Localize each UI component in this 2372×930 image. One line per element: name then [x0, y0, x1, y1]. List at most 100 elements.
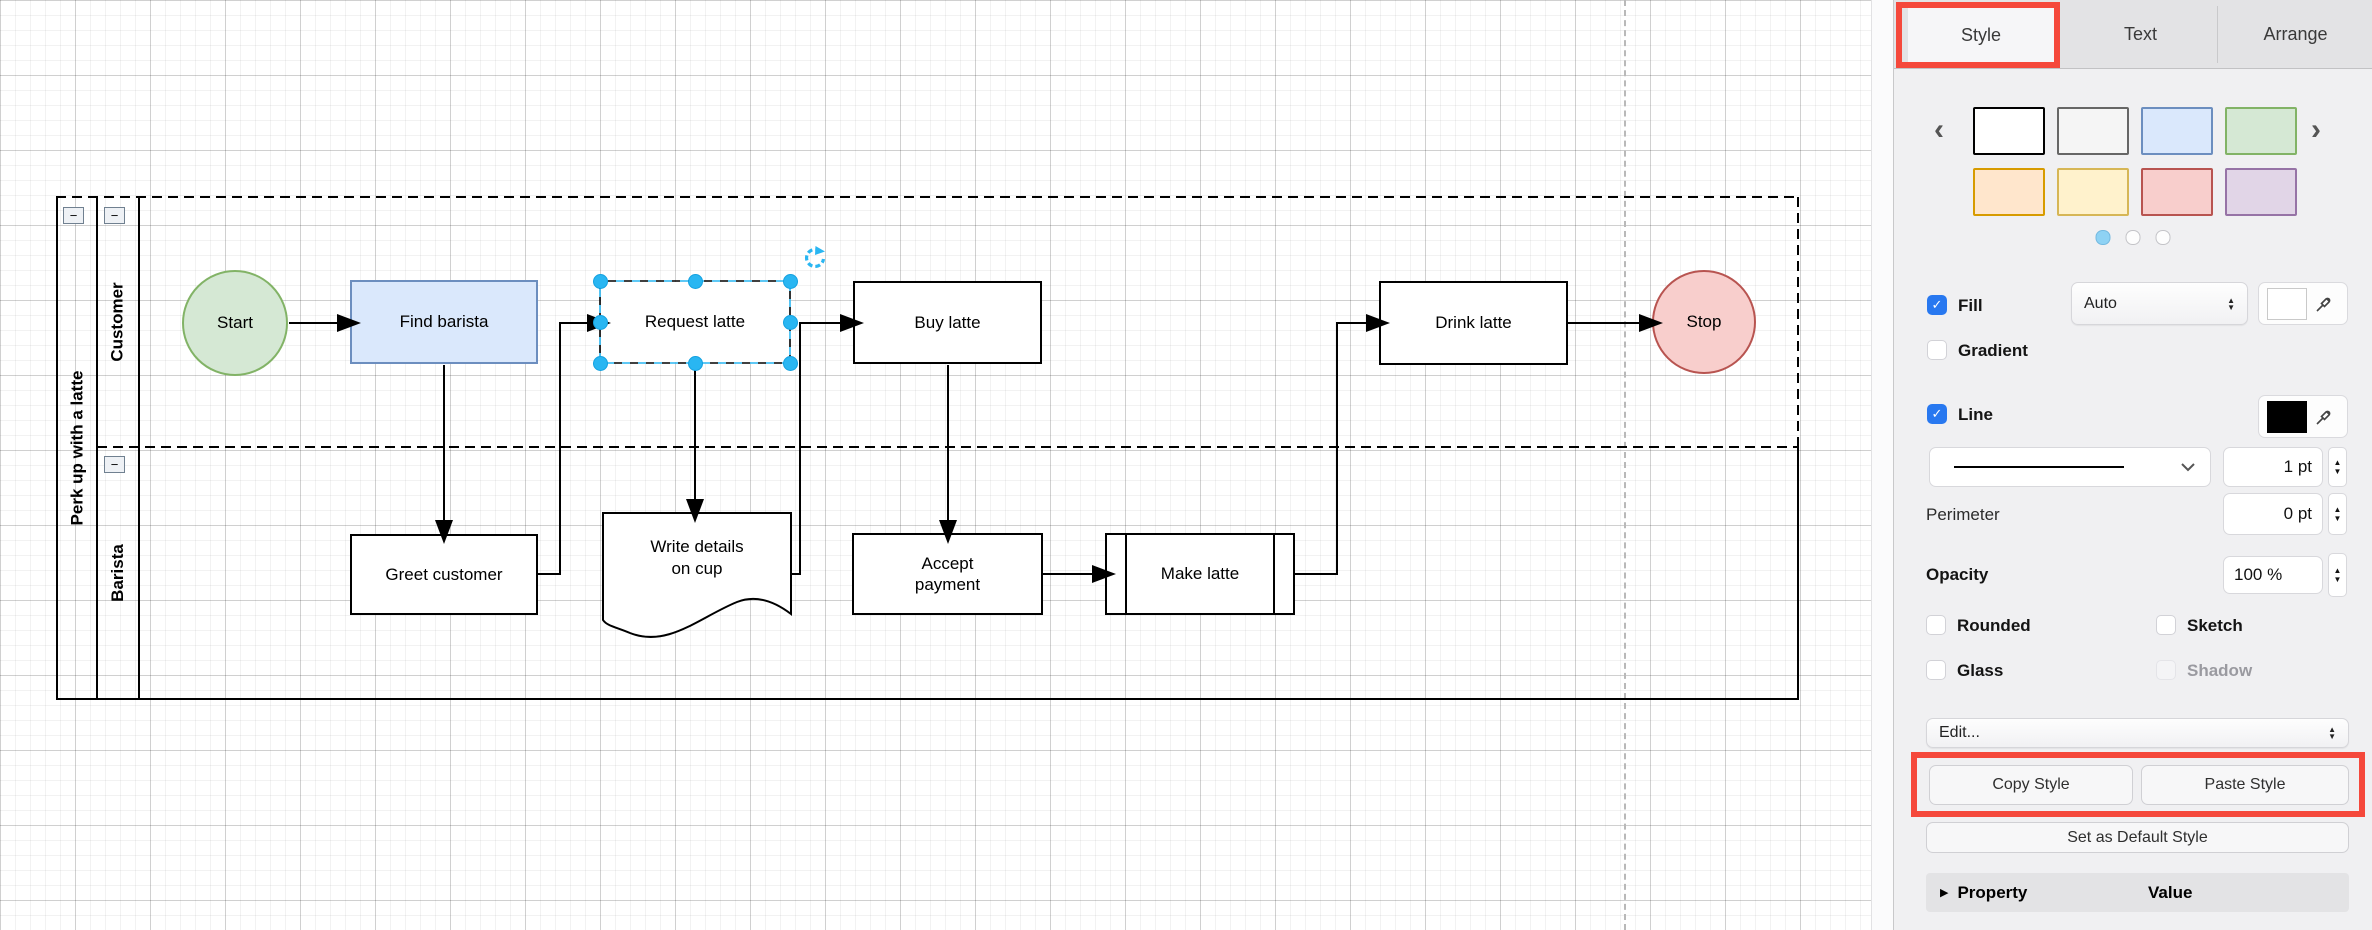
edit-style-select[interactable]: Edit... ▲ ▼ [1926, 718, 2349, 748]
selection-handle-nw[interactable] [592, 273, 608, 289]
palette-pagination [2095, 230, 2171, 245]
node-buy-latte[interactable]: Buy latte [853, 281, 1042, 364]
edge-make-latte-to-drink-latte[interactable] [1295, 314, 1390, 575]
diagram-canvas[interactable]: Perk up with a latte Customer Barista − … [0, 0, 1893, 930]
palette-page-dot-1[interactable] [2095, 230, 2111, 245]
down-arrow-icon: ▼ [2333, 467, 2342, 476]
gradient-checkbox[interactable] [1927, 340, 1947, 360]
value-header-label: Value [2148, 882, 2193, 902]
fill-label: Fill [1958, 296, 1983, 315]
line-style-select[interactable] [1929, 447, 2211, 487]
line-width-stepper[interactable]: ▲ ▼ [2328, 447, 2347, 487]
set-default-style-button[interactable]: Set as Default Style [1926, 822, 2349, 853]
selection-handle-ne[interactable] [782, 273, 798, 289]
fill-checkbox[interactable]: ✓ [1927, 295, 1947, 315]
selection-handle-s[interactable] [687, 355, 703, 371]
fill-mode-value: Auto [2084, 294, 2117, 312]
node-accept-payment[interactable]: Accept payment [852, 533, 1043, 615]
process-bar [1273, 535, 1275, 613]
selection-handle-se[interactable] [782, 355, 798, 371]
shadow-label: Shadow [2187, 661, 2253, 680]
tab-arrange-label: Arrange [2263, 24, 2328, 44]
shadow-checkbox [2156, 660, 2176, 680]
diagram-overlay [56, 196, 1799, 700]
down-arrow-icon: ▼ [2328, 732, 2336, 741]
palette-page-dot-2[interactable] [2125, 230, 2141, 245]
perimeter-stepper[interactable]: ▲ ▼ [2328, 493, 2347, 535]
tab-arrange[interactable]: Arrange [2218, 0, 2372, 69]
glass-checkbox[interactable] [1926, 660, 1946, 680]
page-boundary-guide [1624, 0, 1626, 930]
node-greet-customer-label: Greet customer [385, 564, 503, 584]
node-stop[interactable]: Stop [1652, 270, 1756, 374]
style-preset-yellow[interactable] [2057, 168, 2129, 216]
node-start[interactable]: Start [182, 270, 288, 376]
line-checkbox[interactable]: ✓ [1927, 404, 1947, 424]
gradient-label: Gradient [1958, 341, 2028, 360]
selection-handle-e[interactable] [782, 314, 798, 330]
node-write-details[interactable]: Write details on cup [602, 515, 792, 600]
lane-customer-label: Customer [108, 282, 128, 362]
perimeter-label: Perimeter [1926, 505, 2000, 524]
tab-style-label: Style [1960, 24, 2002, 45]
style-preset-green[interactable] [2225, 107, 2297, 155]
rounded-label: Rounded [1957, 616, 2031, 635]
line-width-input[interactable] [2223, 447, 2323, 487]
selection-handle-w[interactable] [592, 314, 608, 330]
tab-style[interactable]: Style [1908, 8, 2054, 62]
down-arrow-icon: ▼ [2227, 302, 2235, 312]
edge-greet-customer-to-request-latte[interactable] [538, 314, 611, 575]
copy-style-button[interactable]: Copy Style [1929, 765, 2133, 805]
rounded-checkbox[interactable] [1926, 615, 1946, 635]
lane-barista[interactable]: Barista [97, 447, 139, 699]
format-tab-bar: Style Text Arrange [1894, 0, 2372, 69]
label-line: on cup [671, 558, 723, 578]
edge-write-details-to-buy-latte[interactable] [792, 314, 864, 575]
style-preset-blue[interactable] [2141, 107, 2213, 155]
sketch-checkbox[interactable] [2156, 615, 2176, 635]
tab-text[interactable]: Text [2064, 0, 2217, 69]
node-make-latte[interactable]: Make latte [1105, 533, 1295, 615]
sketch-label: Sketch [2187, 616, 2243, 635]
glass-label: Glass [1957, 661, 2004, 680]
perimeter-input[interactable] [2223, 493, 2323, 535]
opacity-stepper[interactable]: ▲ ▼ [2328, 553, 2347, 597]
rotate-handle-icon[interactable] [804, 246, 826, 268]
style-preset-purple[interactable] [2225, 168, 2297, 216]
property-value-header[interactable]: ▶ Property Value [1926, 873, 2349, 912]
pool-border [56, 197, 1799, 700]
lane-customer[interactable]: Customer [97, 197, 139, 447]
palette-prev-button[interactable]: ‹ [1934, 113, 1944, 146]
palette-page-dot-3[interactable] [2155, 230, 2171, 245]
up-arrow-icon: ▲ [2328, 725, 2336, 734]
node-drink-latte[interactable]: Drink latte [1379, 281, 1568, 365]
pool-collapse-button[interactable]: − [63, 207, 84, 224]
node-find-barista[interactable]: Find barista [350, 280, 538, 364]
customer-lane-collapse-button[interactable]: − [104, 207, 125, 224]
node-find-barista-label: Find barista [399, 312, 489, 332]
barista-lane-collapse-button[interactable]: − [104, 456, 125, 473]
node-request-latte-selected[interactable]: Request latte [601, 282, 789, 362]
opacity-label: Opacity [1926, 565, 1989, 584]
line-color-button[interactable] [2258, 395, 2348, 438]
property-header-label: Property [1957, 882, 2028, 902]
check-icon: ✓ [1931, 406, 1943, 421]
canvas-gutter [1871, 0, 1893, 930]
palette-next-button[interactable]: › [2311, 113, 2321, 146]
up-arrow-icon: ▲ [2227, 295, 2235, 305]
node-write-details-label: Write details on cup [650, 536, 743, 579]
selection-handle-n[interactable] [687, 273, 703, 289]
up-arrow-icon: ▲ [2333, 566, 2342, 575]
style-preset-orange[interactable] [1973, 168, 2045, 216]
node-accept-payment-label: Accept payment [915, 553, 980, 596]
fill-mode-select[interactable]: Auto ▲ ▼ [2071, 282, 2248, 325]
paste-style-button[interactable]: Paste Style [2141, 765, 2349, 805]
style-preset-red[interactable] [2141, 168, 2213, 216]
selection-handle-sw[interactable] [592, 355, 608, 371]
style-preset-white[interactable] [1973, 107, 2045, 155]
opacity-input[interactable] [2223, 556, 2323, 594]
fill-color-button[interactable] [2258, 282, 2348, 325]
pool-title-lane[interactable]: Perk up with a latte [57, 197, 97, 699]
node-greet-customer[interactable]: Greet customer [350, 534, 538, 615]
style-preset-gray[interactable] [2057, 107, 2129, 155]
